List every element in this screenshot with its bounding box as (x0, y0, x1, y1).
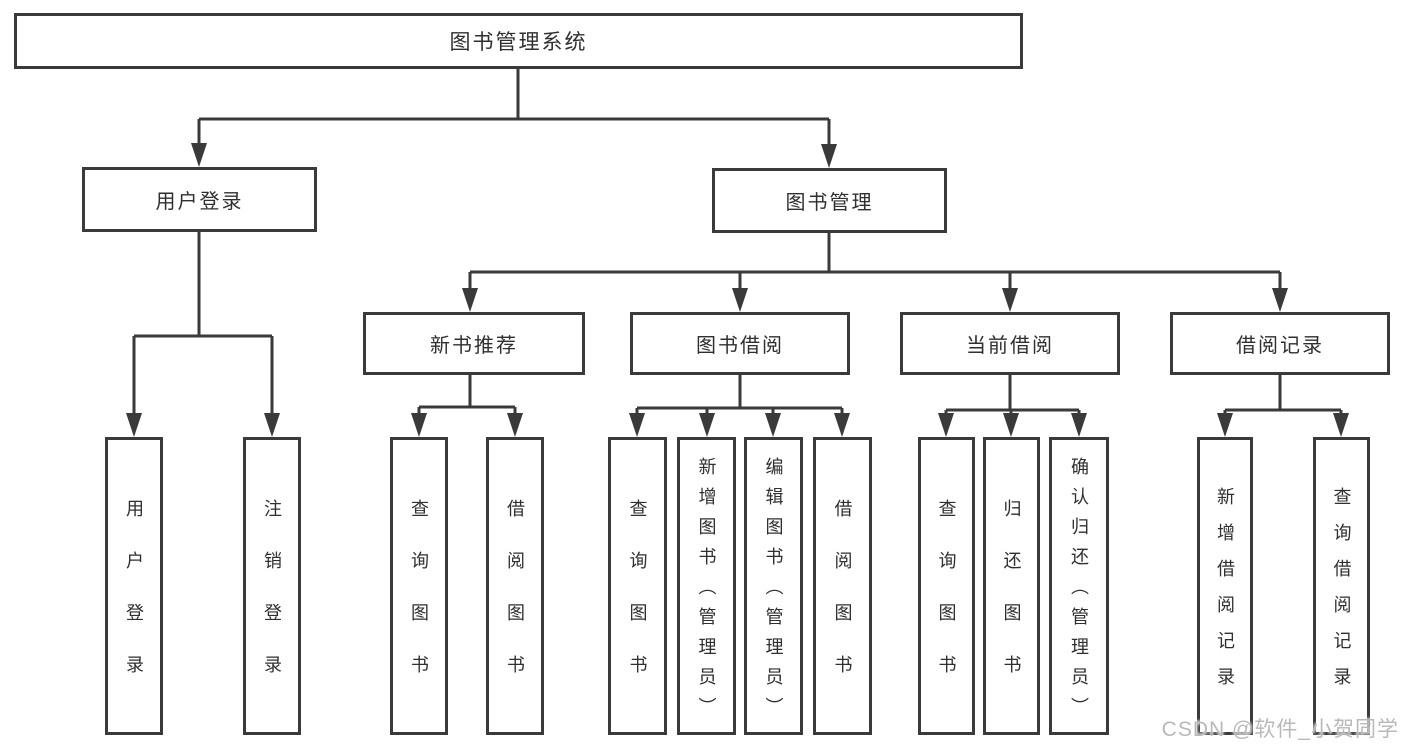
node-root-library-management-system: 图书管理系统 (14, 13, 1023, 69)
leaf-query-books-borrow-label: 查询图书 (627, 499, 648, 707)
node-new-book-recommend: 新书推荐 (363, 312, 585, 375)
leaf-query-borrow-record: 查询借阅记录 (1313, 437, 1370, 735)
leaf-logout: 注销登录 (243, 437, 301, 735)
arrowheads (126, 143, 1349, 437)
node-book-borrow: 图书借阅 (630, 312, 850, 375)
leaf-logout-label: 注销登录 (262, 499, 282, 707)
node-borrow-records-label: 借阅记录 (1236, 335, 1324, 357)
connector-root-to-level2 (197, 69, 831, 147)
leaf-query-books-current-label: 查询图书 (936, 499, 957, 707)
node-user-login-label: 用户登录 (155, 191, 244, 213)
leaf-confirm-return-admin-label: 确认归还（管理员） (1069, 457, 1089, 727)
leaf-edit-books-admin-label: 编辑图书（管理员） (763, 457, 784, 727)
node-book-management-label: 图书管理 (785, 192, 874, 214)
leaf-query-books-borrow: 查询图书 (608, 437, 667, 735)
leaf-user-login-label: 用户登录 (124, 499, 144, 707)
leaf-query-borrow-record-label: 查询借阅记录 (1331, 487, 1352, 703)
leaf-borrow-books-recommend-label: 借阅图书 (505, 499, 525, 707)
leaf-query-books-recommend: 查询图书 (390, 437, 448, 735)
connector-borrow-records-to-leaves (1223, 375, 1343, 417)
connector-book-borrow-to-leaves (635, 375, 844, 417)
leaf-confirm-return-admin: 确认归还（管理员） (1049, 437, 1109, 735)
leaf-add-borrow-record: 新增借阅记录 (1197, 437, 1253, 735)
csdn-watermark: CSDN @软件_小贺同学 (1161, 718, 1399, 741)
leaf-add-books-admin: 新增图书（管理员） (677, 437, 736, 735)
leaf-user-login: 用户登录 (105, 437, 163, 735)
leaf-return-books: 归还图书 (983, 437, 1040, 735)
node-user-login: 用户登录 (82, 167, 317, 232)
connector-book-management-to-level3 (468, 233, 1282, 292)
leaf-borrow-books-recommend: 借阅图书 (486, 437, 544, 735)
leaf-query-books-current: 查询图书 (918, 437, 975, 735)
node-new-book-recommend-label: 新书推荐 (430, 335, 518, 357)
leaf-add-books-admin-label: 新增图书（管理员） (696, 457, 717, 727)
connector-current-borrow-to-leaves (944, 375, 1081, 417)
node-root-label: 图书管理系统 (449, 31, 588, 54)
node-current-borrow-label: 当前借阅 (966, 335, 1054, 357)
node-borrow-records: 借阅记录 (1170, 312, 1390, 375)
leaf-add-borrow-record-label: 新增借阅记录 (1215, 487, 1235, 703)
connector-user-login-to-leaves (132, 232, 274, 417)
leaf-edit-books-admin: 编辑图书（管理员） (744, 437, 803, 735)
leaf-borrow-books: 借阅图书 (813, 437, 872, 735)
leaf-borrow-books-label: 借阅图书 (832, 499, 853, 707)
node-current-borrow: 当前借阅 (900, 312, 1120, 375)
node-book-borrow-label: 图书借阅 (696, 335, 784, 357)
node-book-management: 图书管理 (712, 168, 947, 233)
leaf-return-books-label: 归还图书 (1001, 499, 1022, 707)
leaf-query-books-recommend-label: 查询图书 (409, 499, 429, 707)
connector-new-book-recommend-to-leaves (417, 375, 517, 417)
